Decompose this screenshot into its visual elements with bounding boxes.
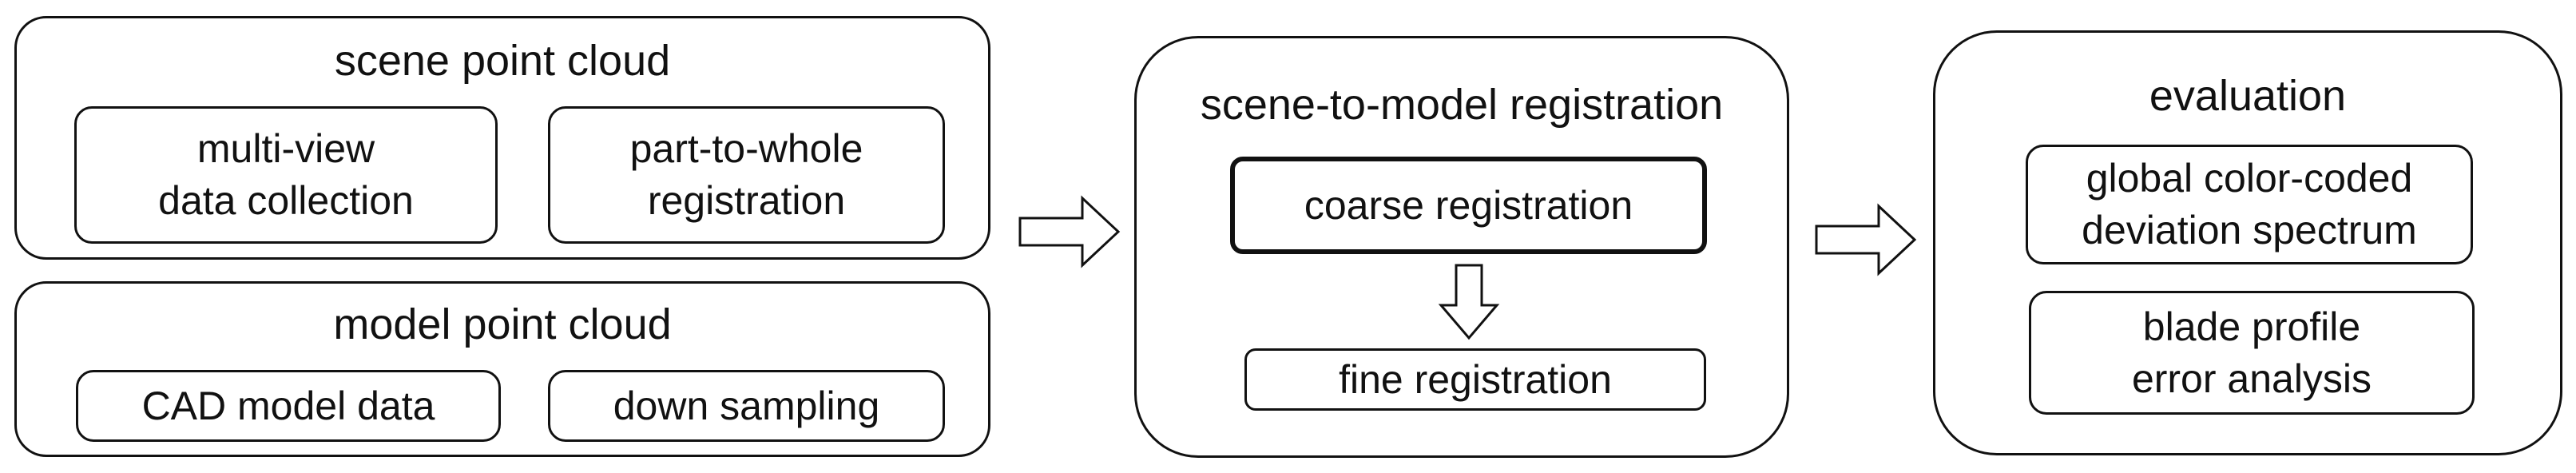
down-sampling-label: down sampling [613,383,880,428]
cad-model-data-box: CAD model data [76,370,501,442]
evaluation-title: evaluation [2149,72,2347,120]
evaluation-group: evaluation global color-coded deviation … [1933,30,2562,455]
arrow-down [1438,264,1500,340]
part-to-whole-registration-label: part-to-whole registration [629,126,863,223]
scene-to-model-registration-group: scene-to-model registration coarse regis… [1134,36,1789,458]
part-to-whole-registration-box: part-to-whole registration [548,106,945,244]
model-point-cloud-title: model point cloud [333,300,672,348]
arrow-right-1 [1018,195,1121,268]
coarse-registration-label: coarse registration [1304,182,1633,228]
multi-view-data-collection-label: multi-view data collection [158,126,414,223]
global-color-coded-deviation-spectrum-label: global color-coded deviation spectrum [2082,156,2417,252]
arrow-right-2 [1815,203,1917,276]
down-sampling-box: down sampling [548,370,945,442]
global-color-coded-deviation-spectrum-box: global color-coded deviation spectrum [2026,145,2473,264]
coarse-registration-box: coarse registration [1230,157,1707,254]
scene-point-cloud-group: scene point cloud multi-view data collec… [14,16,990,260]
blade-profile-error-analysis-box: blade profile error analysis [2029,291,2475,415]
fine-registration-box: fine registration [1244,348,1706,411]
blade-profile-error-analysis-label: blade profile error analysis [2131,304,2372,401]
model-point-cloud-group: model point cloud CAD model data down sa… [14,281,990,457]
scene-point-cloud-title: scene point cloud [334,37,671,85]
cad-model-data-label: CAD model data [141,383,435,428]
fine-registration-label: fine registration [1339,356,1612,402]
scene-to-model-registration-title: scene-to-model registration [1200,81,1724,129]
multi-view-data-collection-box: multi-view data collection [74,106,498,244]
